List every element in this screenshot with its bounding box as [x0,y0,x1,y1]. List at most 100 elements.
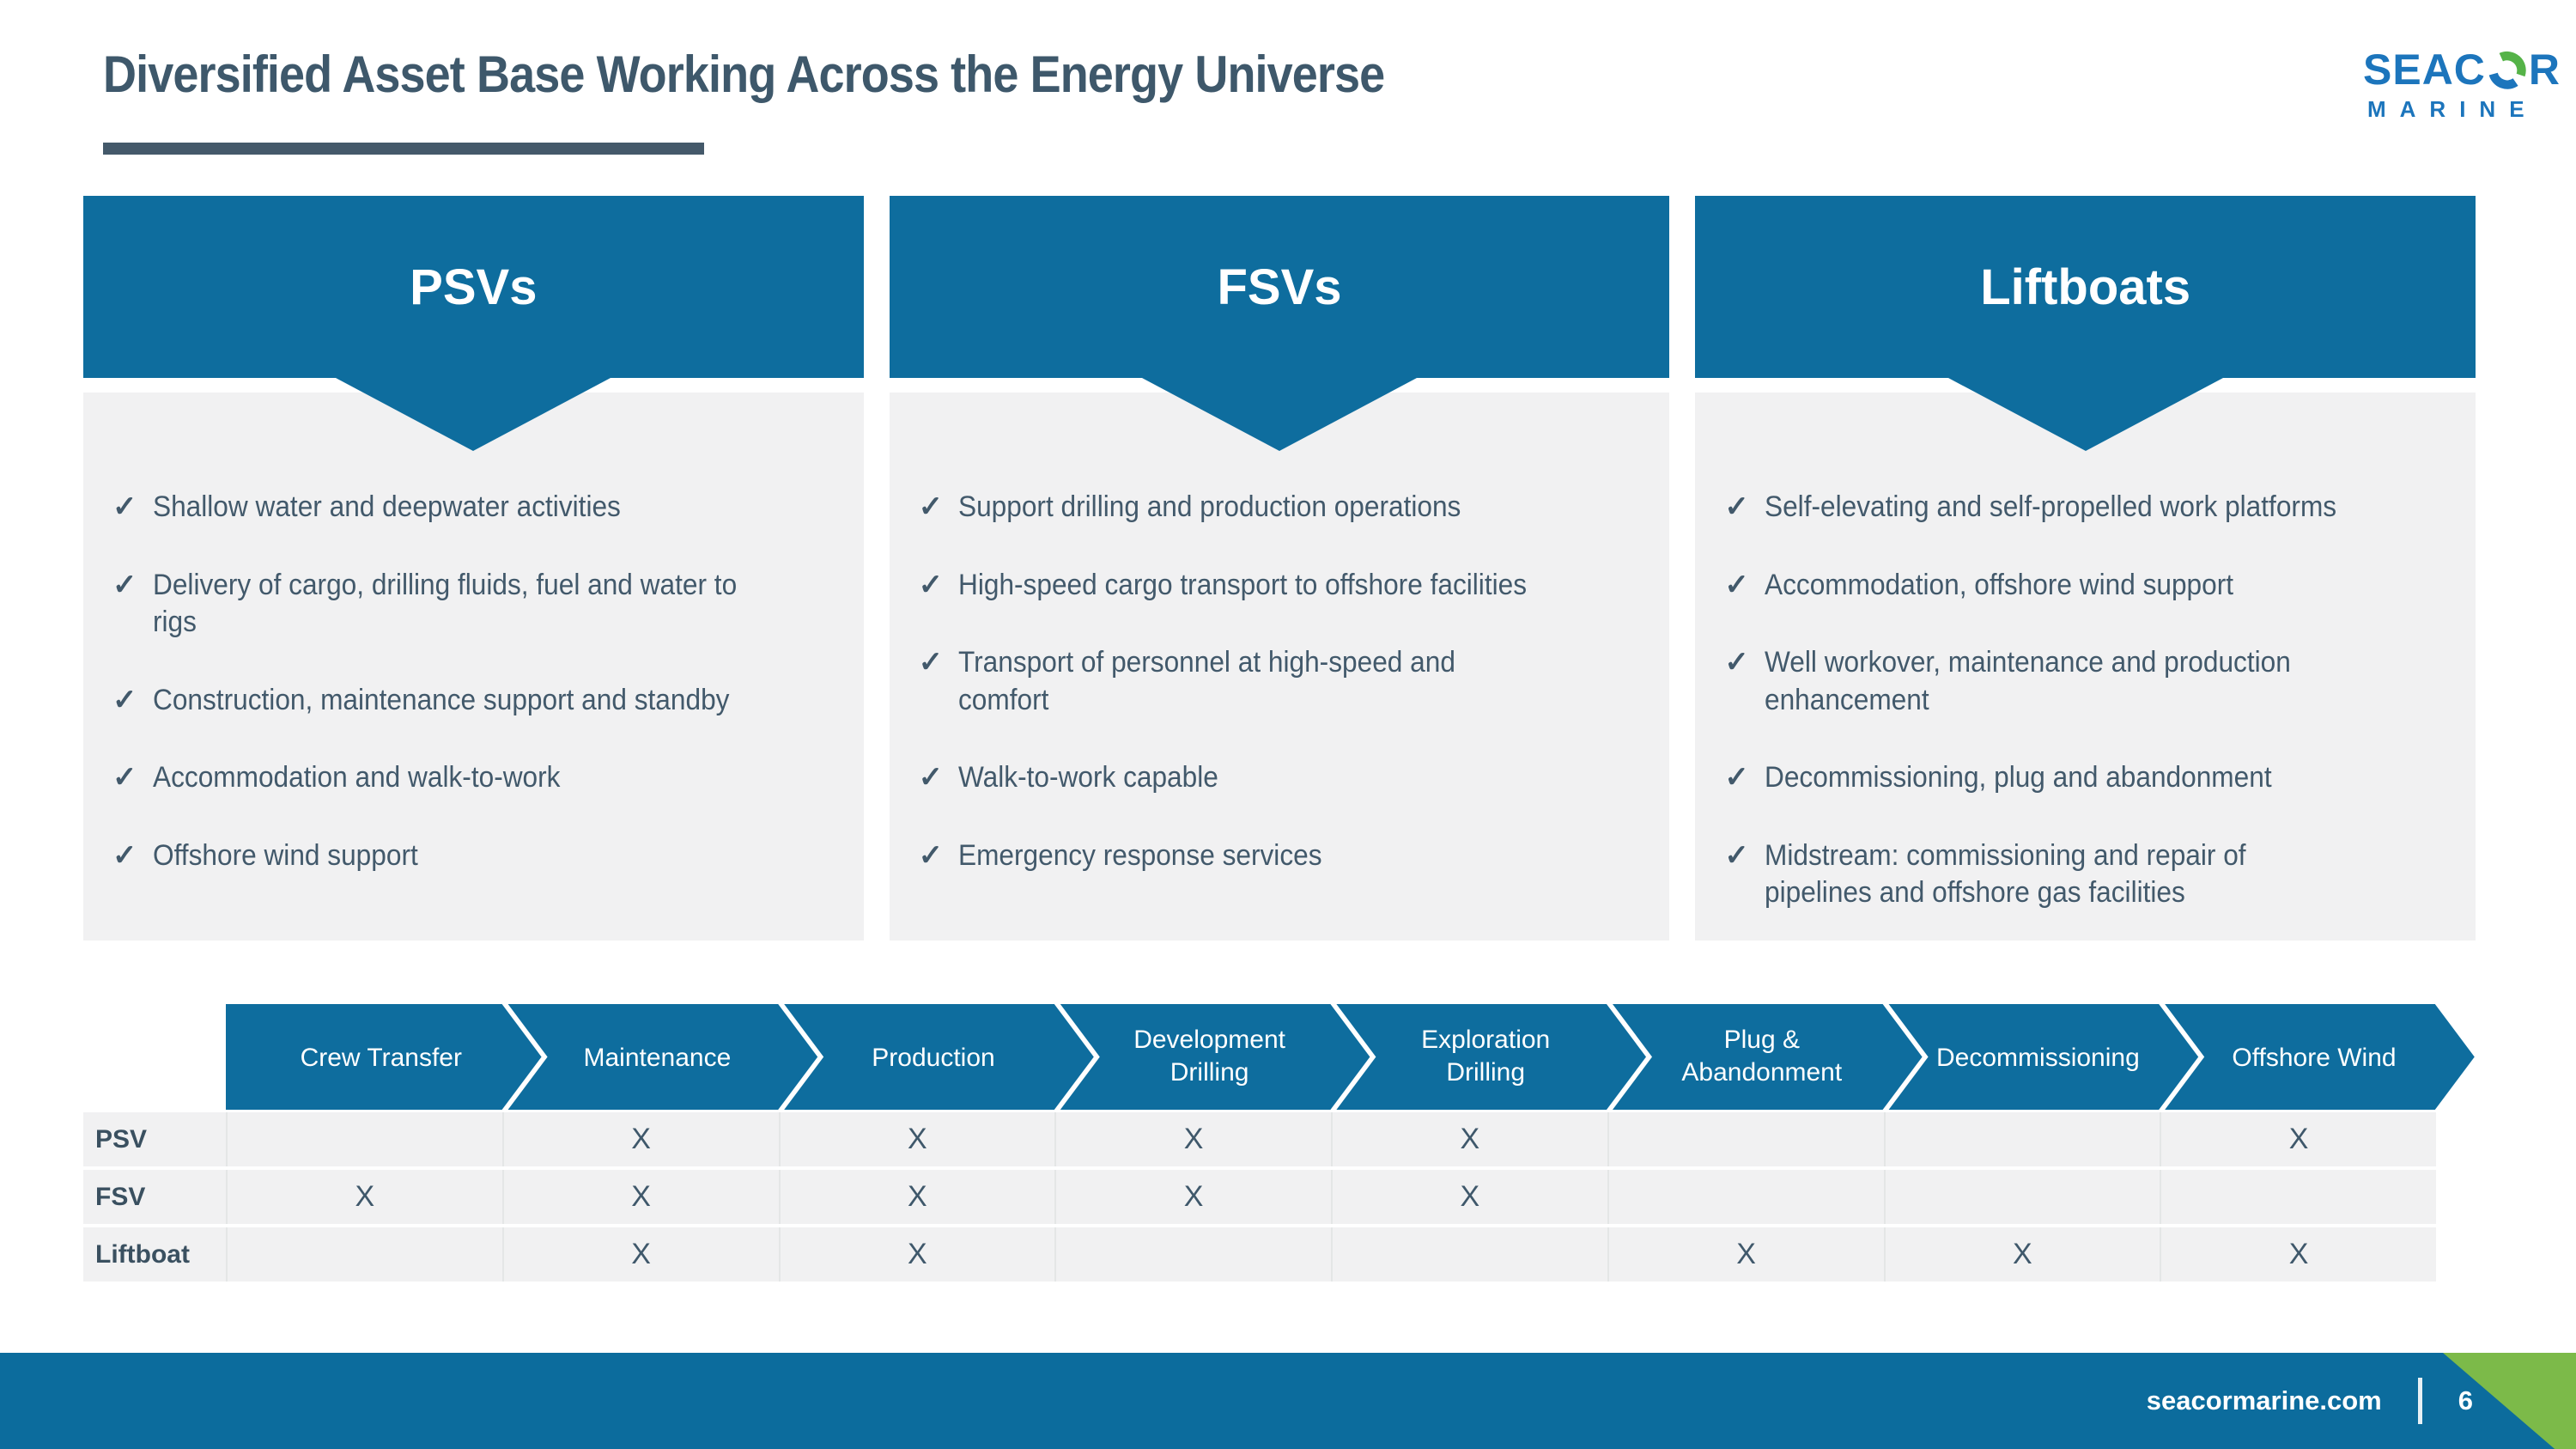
chevron-stage [2165,1004,2475,1110]
title-underline [103,143,704,155]
column-body: ✓Shallow water and deepwater activities✓… [83,393,864,941]
vessel-column-liftboats: Liftboats ✓ Self-elevating and self-propel… [1695,196,2476,941]
circular-arrows-icon [2488,51,2526,89]
chevron-stage-label: Production [872,1044,994,1072]
check-icon: ✓ [112,490,137,523]
column-pointer-arrow [336,378,611,451]
page-title: Diversified Asset Base Working Across th… [103,46,1385,103]
check-icon: ✓ [918,646,944,679]
bullet-text: Offshore wind support [152,838,418,872]
column-pointer-arrow [1142,378,1417,451]
chevron-stage-label: Plug &Abandonment [1681,1026,1842,1087]
column-body: ✓ Support drilling and production operati… [889,393,1670,941]
bullet-item: ✓ Shallow water and deepwater activities [112,489,840,527]
table-cell-empty [2160,1170,2436,1224]
bullet-list: ✓Shallow water and deepwater activities✓… [112,489,840,874]
table-cell-empty [1883,1170,2160,1224]
check-icon: ✓ [1724,568,1749,601]
table-cell-x-mark: X [1331,1170,1607,1224]
chevron-stage [784,1004,1094,1110]
bullet-text: Walk-to-work capable [958,761,1219,795]
row-label: PSV [83,1112,226,1166]
bullet-item: ✓Self-elevating and self-propelled work … [1724,489,2451,527]
bullet-item: ✓ Walk-to-work capable [919,759,1646,797]
footer-content: seacormarine.com 6 [2147,1353,2473,1449]
bullet-text: High-speed cargo transport to offshore f… [958,568,1528,601]
bullet-text: Emergency response services [958,838,1322,872]
chevron-stage [1613,1004,1923,1110]
table-cell-empty [1883,1112,2160,1166]
bullet-item: ✓ Accommodation, offshore wind support [1724,567,2451,605]
table-cell-x-mark: X [1054,1170,1331,1224]
chevron-stage [1888,1004,2199,1110]
check-icon: ✓ [918,761,944,795]
table-cell-x-mark: X [1883,1227,2160,1282]
table-cell-empty [1054,1227,1331,1282]
table-cell-empty [226,1112,502,1166]
bullet-item: ✓ Midstream: commissioning and repair of … [1724,837,2451,912]
chevron-stage-label: Decommissioning [1936,1044,2140,1072]
logo-primary: SEAC R [2363,48,2561,91]
bullet-text: Shallow water and deepwater activities [152,490,621,523]
vessel-columns: PSVs ✓ Shallow water and deepwater activit… [83,196,2476,941]
bullet-item: ✓ Offshore wind support [112,837,840,875]
check-icon: ✓ [112,761,137,795]
footer-bar: seacormarine.com 6 [0,1353,2576,1449]
vessel-column-psvs: PSVs ✓ Shallow water and deepwater activit… [83,196,864,941]
footer-page-number: 6 [2458,1385,2473,1416]
chevron-stage [226,1004,542,1110]
bullet-item: ✓Well workover, maintenance and producti… [1724,644,2451,719]
bullet-text: Midstream: commissioning and repair of p… [1764,838,2246,910]
logo-text-right: R [2528,46,2561,94]
table-cell-x-mark: X [501,1112,779,1166]
bullet-text: Support drilling and production operatio… [958,490,1461,523]
check-icon: ✓ [918,568,944,601]
bullet-text: Well workover, maintenance and productio… [1764,646,2291,716]
table-cell-x-mark: X [778,1112,1055,1166]
chevron-stage [1336,1004,1646,1110]
column-header: Liftboats [1695,196,2476,378]
table-cell-x-mark: X [778,1227,1055,1282]
bullet-item: ✓ High-speed cargo transport to offshore … [919,567,1646,605]
bullet-item: ✓Decommissioning, plug and abandonment [1724,759,2451,797]
table-cell-x-mark: X [501,1170,779,1224]
check-icon: ✓ [112,568,137,601]
column-pointer-arrow [1947,378,2223,451]
row-label: FSV [83,1170,226,1224]
table-cell-x-mark: X [2160,1227,2436,1282]
table-cell-x-mark: X [778,1170,1055,1224]
bullet-text: Construction, maintenance support and st… [152,683,729,716]
column-header: FSVs [889,196,1670,378]
table-cell-x-mark: X [2160,1112,2436,1166]
table-cell-x-mark: X [1607,1227,1884,1282]
bullet-item: ✓ Accommodation and walk-to-work [112,759,840,797]
check-icon: ✓ [1724,761,1749,795]
bullet-text: Transport of personnel at high-speed and… [958,646,1456,716]
bullet-text: Accommodation, offshore wind support [1764,568,2233,601]
bullet-list: ✓ Support drilling and production operati… [919,489,1646,874]
bullet-text: Delivery of cargo, drilling fluids, fuel… [152,568,737,639]
column-header: PSVs [83,196,864,378]
chevron-stage-label: Maintenance [584,1044,732,1072]
column-body: ✓ Self-elevating and self-propelled work … [1695,393,2476,941]
check-icon: ✓ [112,838,137,872]
chevron-stage-label: Offshore Wind [2232,1044,2396,1072]
bullet-text: Self-elevating and self-propelled work p… [1764,490,2336,523]
check-icon: ✓ [1724,838,1749,872]
bullet-item: ✓ Transport of personnel at high-speed an… [919,644,1646,719]
bullet-item: ✓Support drilling and production operati… [919,489,1646,527]
bullet-item: ✓ Delivery of cargo, drilling fluids, fue… [112,567,840,642]
bullet-item: ✓ Emergency response services [919,837,1646,875]
bullet-item: ✓Construction, maintenance support and s… [112,682,840,720]
footer-divider [2417,1378,2422,1424]
bullet-text: Accommodation and walk-to-work [152,761,560,795]
bullet-list: ✓ Self-elevating and self-propelled work … [1724,489,2451,912]
check-icon: ✓ [918,838,944,872]
